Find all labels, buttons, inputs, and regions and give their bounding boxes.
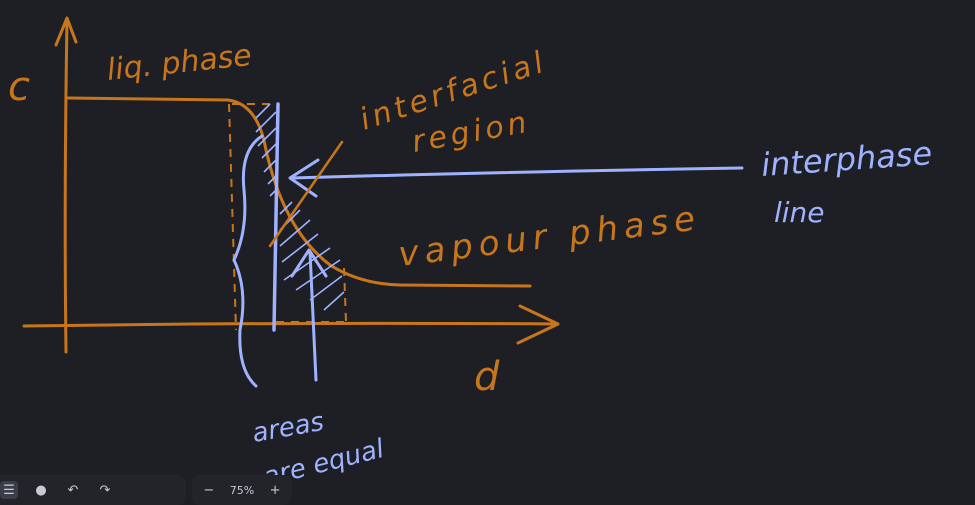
bottom-toolbar-left: ☰ ● ↶ ↷ (0, 475, 186, 505)
vapour-phase-label: vapour phase (396, 198, 703, 275)
y-axis (63, 18, 69, 354)
interphase-label-line2: line (774, 196, 825, 229)
areas-up-arrowhead (290, 248, 328, 278)
areas-up-arrow (308, 250, 318, 382)
interphase-pointer-line (290, 166, 744, 180)
menu-icon[interactable]: ☰ (0, 481, 18, 499)
curly-brace (232, 134, 264, 388)
y-axis-label: c (8, 64, 30, 110)
y-axis-arrowhead (54, 16, 78, 47)
palette-icon[interactable]: ● (35, 482, 47, 498)
redo-icon[interactable]: ↷ (99, 482, 111, 498)
zoom-in-button[interactable]: + (269, 482, 281, 498)
liquid-phase-label: liq. phase (105, 38, 253, 88)
zoom-controls: − 75% + (192, 475, 292, 505)
zoom-level[interactable]: 75% (229, 483, 255, 497)
zoom-out-button[interactable]: − (203, 482, 215, 498)
interfacial-pointer-line (268, 140, 344, 248)
axes (22, 16, 560, 354)
undo-icon[interactable]: ↶ (67, 482, 79, 498)
interfacial-region-dashes (228, 103, 347, 331)
x-axis-arrowhead (516, 304, 560, 345)
interphase-vertical-line (272, 102, 280, 332)
areas-label-line1: areas (250, 407, 326, 449)
hatch-upper (255, 103, 277, 197)
x-axis (22, 321, 558, 328)
x-axis-label: d (474, 354, 500, 400)
interphase-label-line1: interphase (760, 134, 933, 184)
